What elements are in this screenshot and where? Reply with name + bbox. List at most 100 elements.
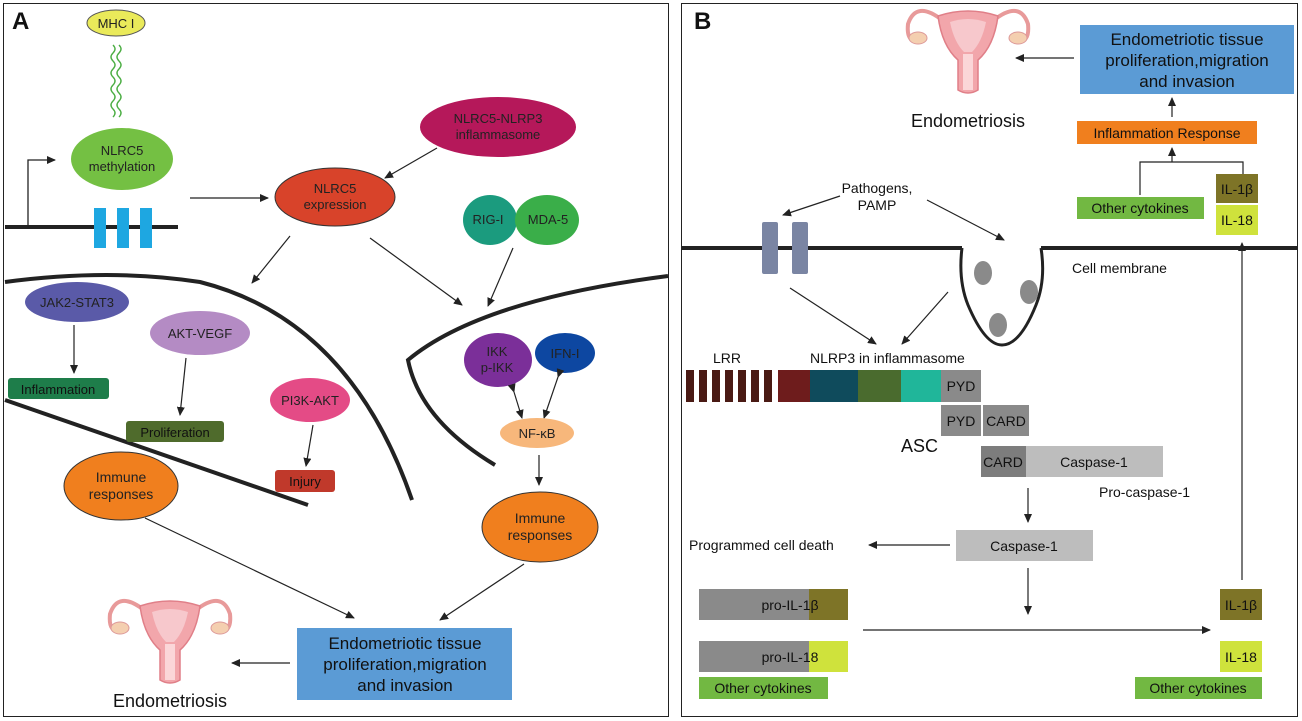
arrow-receptor-nlrp3 xyxy=(789,287,877,345)
arrow-pathogens-receptor xyxy=(782,195,841,217)
immune-responses-right-node xyxy=(481,491,599,563)
il18-top-label: IL-18 xyxy=(1221,212,1253,228)
rig-i-label: RIG-I xyxy=(472,212,503,227)
nlrc5-expression-node xyxy=(274,167,396,227)
dna-block-1 xyxy=(94,208,106,248)
inflammasome-label-1: NLRC5-NLRP3 xyxy=(454,111,543,126)
injury-label: Injury xyxy=(289,474,321,489)
immune-left-label-1: Immune xyxy=(96,469,147,485)
pro-il1b-olive xyxy=(809,589,848,620)
endometriosis-label-a: Endometriosis xyxy=(113,691,227,711)
nlrp3-domain-red xyxy=(778,370,810,402)
il1b-box xyxy=(1220,589,1262,620)
pyd-domain-1 xyxy=(941,370,981,402)
pro-il1b-label: pro-IL-1β xyxy=(761,597,818,613)
lrr-segment-2 xyxy=(699,370,707,402)
asc-label: ASC xyxy=(901,436,938,456)
pro-il18-lime xyxy=(809,641,848,672)
jak2-stat3-label: JAK2-STAT3 xyxy=(40,295,114,310)
other-cytokines-right-label: Other cytokines xyxy=(1149,680,1246,696)
dna-block-3 xyxy=(140,208,152,248)
card-label-1: CARD xyxy=(986,413,1026,429)
nlrp3-domain-olive xyxy=(858,370,901,402)
nlrp3-label: NLRP3 in inflammasome xyxy=(810,350,965,366)
akt-vegf-node xyxy=(150,311,250,355)
arrow-ifn-nfkb xyxy=(542,368,565,419)
il18-top-box xyxy=(1216,205,1258,235)
ifn-i-label: IFN-I xyxy=(551,346,580,361)
expression-label-1: NLRC5 xyxy=(314,181,357,196)
arrow-rig-nucleus xyxy=(487,247,514,307)
ikk-label-2: p-IKK xyxy=(481,360,514,375)
arrow-akt-proliferation xyxy=(176,357,187,416)
arrow-immune-left-outcome xyxy=(144,517,355,619)
cell-membrane-label: Cell membrane xyxy=(1072,260,1167,276)
arrow-immune-right-outcome xyxy=(439,563,525,621)
immune-left-label-2: responses xyxy=(89,486,154,502)
mhc-link-wave xyxy=(110,44,116,118)
panel-a-label: A xyxy=(12,8,30,35)
arrow-pathogens-vesicle xyxy=(926,199,1005,241)
card-label-2: CARD xyxy=(983,454,1023,470)
vesicle-particle-1 xyxy=(974,261,992,285)
immune-responses-left-node xyxy=(63,451,179,521)
other-cytokines-right-box xyxy=(1135,677,1262,699)
immune-right-label-2: responses xyxy=(508,527,573,543)
other-cytokines-top-box xyxy=(1077,197,1204,219)
nlrc5-nlrp3-inflammasome-node xyxy=(420,97,576,157)
pcd-label: Programmed cell death xyxy=(689,537,834,553)
inflammation-box xyxy=(8,378,109,399)
lrr-label: LRR xyxy=(713,350,741,366)
pyd-label-1: PYD xyxy=(947,378,976,394)
uterus-icon-a xyxy=(107,599,233,684)
nlrc5-methylation-label: NLRC5 xyxy=(101,143,144,158)
vesicle-particle-3 xyxy=(989,313,1007,337)
lrr-segment-7 xyxy=(764,370,772,402)
mhc-i-node xyxy=(86,9,146,37)
outcome-a-line-3: and invasion xyxy=(357,676,452,695)
nlrc5-methylation-label-2: methylation xyxy=(89,159,155,174)
mda-5-label: MDA-5 xyxy=(528,212,568,227)
nlrc5-methylation-node xyxy=(71,128,173,190)
arrow-pi3k-injury xyxy=(303,424,314,467)
ikk-node xyxy=(464,333,532,387)
nucleus-curve xyxy=(405,274,669,467)
inflammation-response-box xyxy=(1077,121,1257,144)
endometriosis-label-b: Endometriosis xyxy=(911,111,1025,131)
dna-block-2 xyxy=(117,208,129,248)
caspase-pro-domain xyxy=(1026,446,1163,477)
endocytic-vesicle xyxy=(959,247,1045,347)
il18-box xyxy=(1220,641,1262,672)
other-cytokines-top-label: Other cytokines xyxy=(1091,200,1188,216)
receptor-1 xyxy=(762,222,778,274)
pro-caspase-label: Pro-caspase-1 xyxy=(1099,484,1190,500)
rig-i-node xyxy=(463,195,517,245)
akt-vegf-label: AKT-VEGF xyxy=(168,326,232,341)
card-domain-1 xyxy=(983,405,1029,436)
other-cytokines-left-box xyxy=(699,677,828,699)
ikk-label-1: IKK xyxy=(487,344,508,359)
mda-5-node xyxy=(515,195,579,245)
caspase-1-label: Caspase-1 xyxy=(990,538,1058,554)
lrr-segment-3 xyxy=(712,370,720,402)
immune-right-label-1: Immune xyxy=(515,510,566,526)
caspase-1-box xyxy=(956,530,1093,561)
injury-box xyxy=(275,470,335,492)
lrr-segment-6 xyxy=(751,370,759,402)
nlrp3-domain-mint xyxy=(901,370,941,402)
nf-kb-node xyxy=(500,418,574,448)
pro-il1b-gray xyxy=(699,589,809,620)
cytokine-connector xyxy=(1139,161,1244,195)
arrow-inflammasome-expression xyxy=(384,147,438,179)
pathogens-label-1: Pathogens, xyxy=(842,180,913,196)
pi3k-akt-node xyxy=(270,378,350,422)
vesicle-particle-2 xyxy=(1020,280,1038,304)
promoter-arrow xyxy=(27,156,56,227)
ifn-i-node xyxy=(535,333,595,373)
outcome-box-a xyxy=(297,628,512,700)
cell-boundary-curve xyxy=(4,273,414,501)
outcome-a-line-2: proliferation,migration xyxy=(323,655,486,674)
expression-label-2: expression xyxy=(304,197,367,212)
proliferation-box xyxy=(126,421,224,442)
uterus-icon-b xyxy=(905,9,1031,94)
